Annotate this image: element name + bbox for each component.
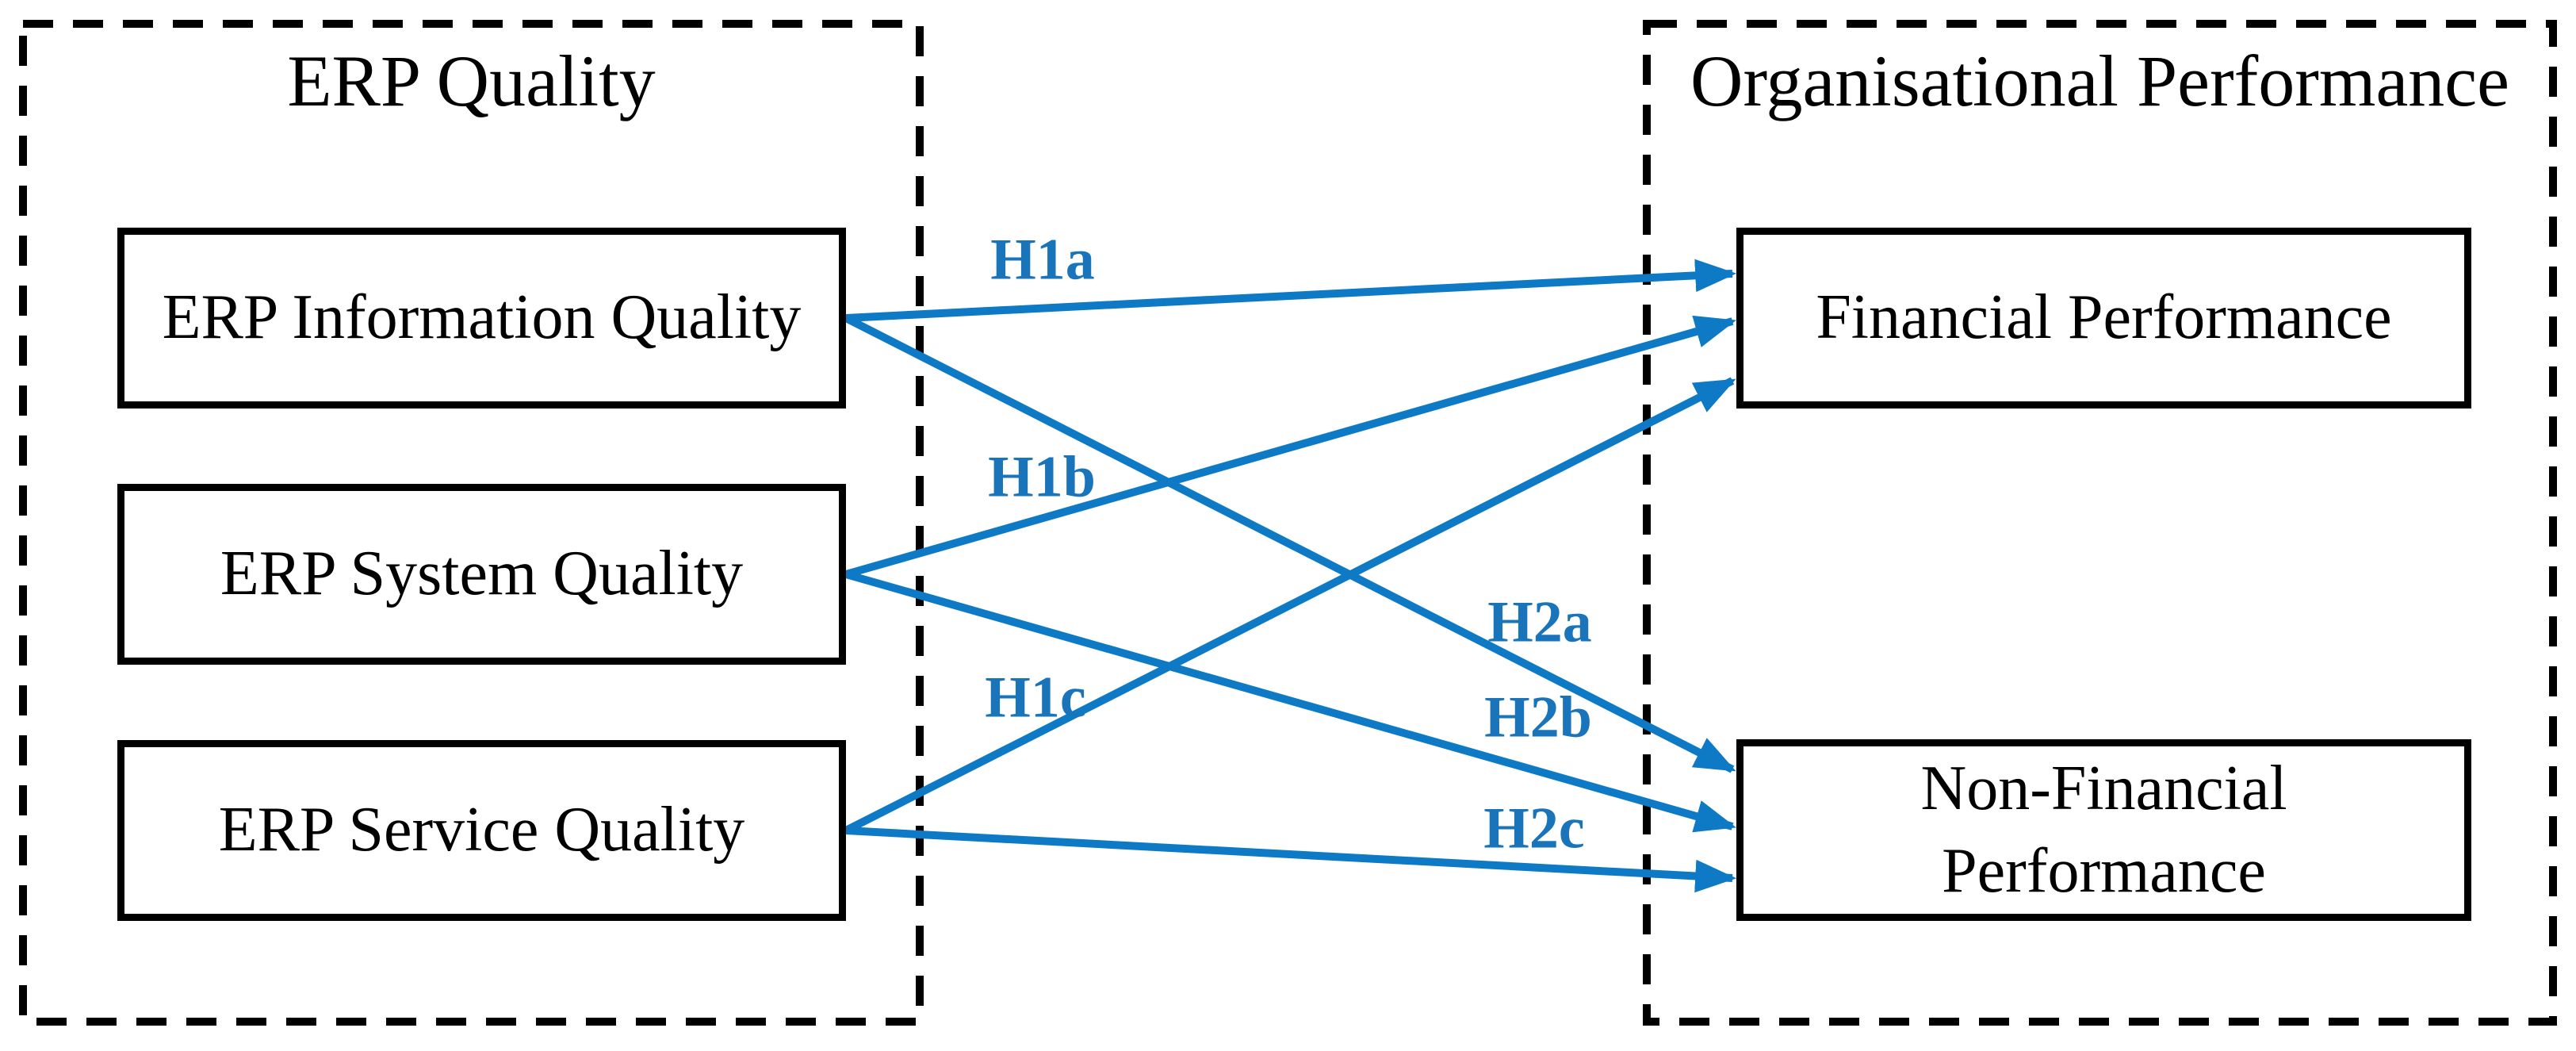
construct-label: ERP System Quality [220,539,744,609]
construct-label: ERP Service Quality [218,795,745,865]
hypothesis-label-h2a: H2a [1487,589,1592,655]
construct-box-erp-system-quality: ERP System Quality [117,484,846,665]
right-panel-dashed-border [1643,20,2557,1026]
hypothesis-label-h1b: H1b [988,444,1096,510]
left-panel-title: ERP Quality [287,40,656,121]
construct-label-line: Financial Performance [1816,282,2392,353]
construct-label-line: Performance [1942,835,2266,906]
construct-box-financial-performance: Financial Performance [1736,228,2471,409]
construct-label-line: Non-Financial [1920,754,2287,824]
right-panel-title: Organisational Performance [1690,40,2509,121]
arrow-h2b-system-to-nonfinancial [844,570,1737,833]
arrow-h2c-service-to-nonfinancial [845,827,1737,893]
hypothesis-label-h2b: H2b [1484,685,1592,750]
arrow-h2a-information-to-nonfinancial [844,314,1736,773]
construct-label: ERP Information Quality [162,282,802,353]
hypothesis-label-h1c: H1c [985,665,1086,731]
hypothesis-label-h2c: H2c [1483,796,1585,861]
construct-box-erp-information-quality: ERP Information Quality [117,228,846,409]
construct-box-erp-service-quality: ERP Service Quality [117,740,846,921]
arrow-h1a-information-to-financial [845,259,1737,322]
arrow-h1b-system-to-financial [844,315,1737,578]
hypothesis-label-h1a: H1a [990,227,1095,293]
construct-box-non-financial-performance: Non-Financial Performance [1736,739,2471,921]
arrow-h1c-service-to-financial [844,377,1736,834]
